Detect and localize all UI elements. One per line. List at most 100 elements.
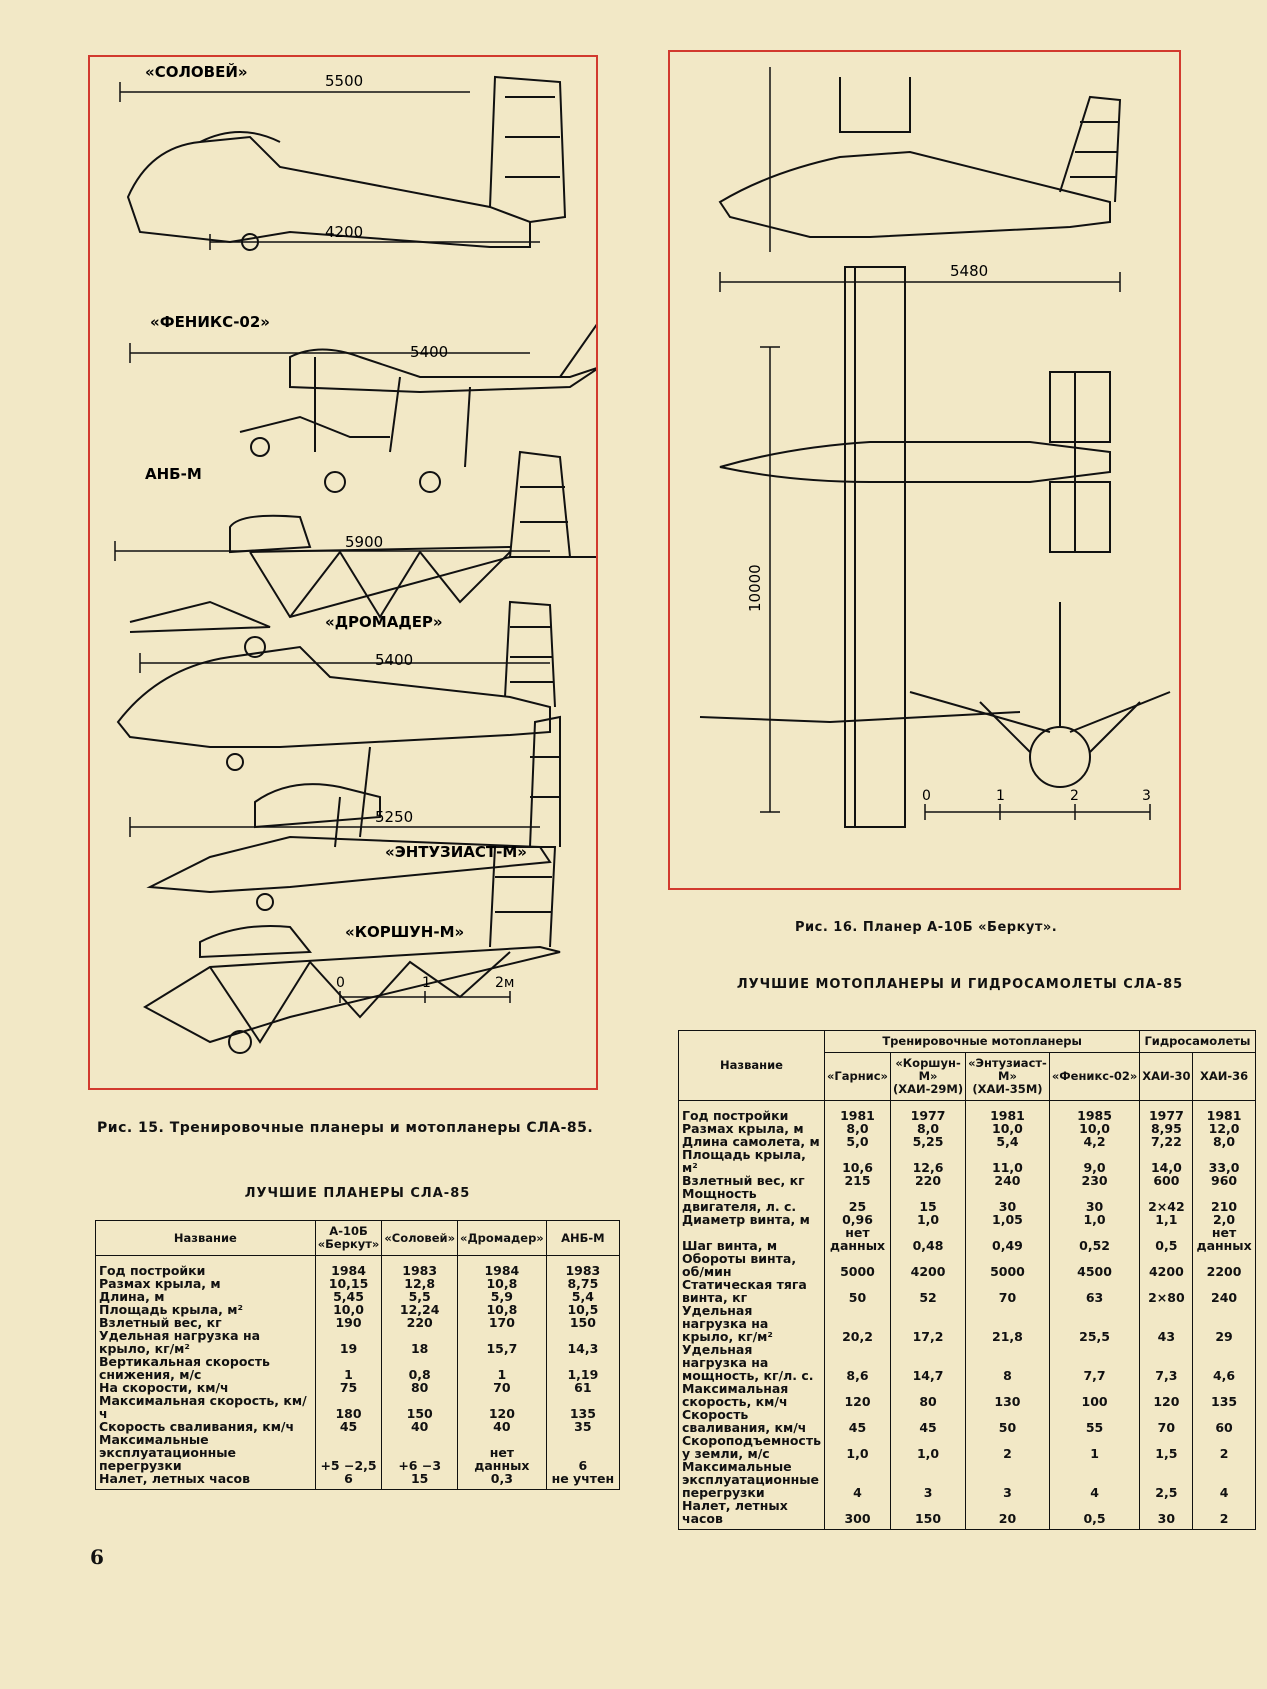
figure-15-drawings: «СОЛОВЕЙ» «ФЕНИКС-02» АНБ-М «ДРОМАДЕР» «… xyxy=(114,62,596,1054)
row-label: Длина, м xyxy=(95,1290,316,1303)
table-cell: 1,5 xyxy=(1139,1434,1194,1460)
table-cell: 1,1 xyxy=(1139,1213,1194,1226)
table-cell: 1 xyxy=(314,1355,383,1381)
table-cell: 10,6 xyxy=(823,1148,891,1174)
table-cell: 1983 xyxy=(381,1255,459,1277)
table-cell: 8 xyxy=(965,1343,1050,1382)
table-cell: 45 xyxy=(314,1420,383,1433)
table-cell: 220 xyxy=(381,1316,459,1329)
table-cell: 180 xyxy=(314,1394,383,1420)
table-cell: 1981 xyxy=(1192,1100,1256,1122)
table-row: Максимальные эксплуатационные перегрузки… xyxy=(678,1460,1256,1499)
row-label: Диаметр винта, м xyxy=(678,1213,825,1226)
table-cell: 10,0 xyxy=(314,1303,383,1316)
fig15-dim-6: 5250 xyxy=(375,808,413,826)
row-label: Скорость сваливания, км/ч xyxy=(95,1420,316,1433)
fig15-scale-0: 0 xyxy=(336,975,345,991)
table-cell: 100 xyxy=(1048,1382,1141,1408)
table-cell: 30 xyxy=(965,1187,1050,1213)
table-cell: 0,52 xyxy=(1048,1226,1141,1252)
row-label: Максимальные эксплуатационные перегрузки xyxy=(678,1460,825,1499)
fig16-scale-2: 2 xyxy=(1070,788,1079,804)
table-cell: 7,7 xyxy=(1048,1343,1141,1382)
table-cell: нет данных xyxy=(1192,1226,1256,1252)
table-cell: 20,2 xyxy=(823,1304,891,1343)
table-cell: 4200 xyxy=(889,1252,967,1278)
table-cell: не учтен xyxy=(545,1472,621,1490)
table-cell: 12,6 xyxy=(889,1148,967,1174)
table-cell: 300 xyxy=(823,1499,891,1530)
row-label: Удельная нагрузка на крыло, кг/м² xyxy=(678,1304,825,1343)
table-cell: 130 xyxy=(965,1382,1050,1408)
table-cell: 150 xyxy=(381,1394,459,1420)
table-cell: 2,0 xyxy=(1192,1213,1256,1226)
table-cell: +5 −2,5 xyxy=(314,1433,383,1472)
table-cell: 8,75 xyxy=(545,1277,621,1290)
table-cell: 120 xyxy=(823,1382,891,1408)
table-cell: нет данных xyxy=(457,1433,547,1472)
row-label: Год постройки xyxy=(95,1255,316,1277)
table-cell: 25,5 xyxy=(1048,1304,1141,1343)
row-label: Мощность двигателя, л. с. xyxy=(678,1187,825,1213)
table-cell: 3 xyxy=(965,1460,1050,1499)
table-cell: 4500 xyxy=(1048,1252,1141,1278)
table-cell: 120 xyxy=(1139,1382,1194,1408)
table-cell: 75 xyxy=(314,1381,383,1394)
table-cell: 1984 xyxy=(457,1255,547,1277)
fig15-label-2: «ФЕНИКС-02» xyxy=(150,313,270,331)
table-cell: 70 xyxy=(1139,1408,1194,1434)
fig16-scale-0: 0 xyxy=(922,788,931,804)
table-cell: 25 xyxy=(823,1187,891,1213)
table-cell: 1,0 xyxy=(889,1213,967,1226)
table-cell: 21,8 xyxy=(965,1304,1050,1343)
table-cell: 35 xyxy=(545,1420,621,1433)
table-cell: 230 xyxy=(1048,1174,1141,1187)
table-cell: 1,0 xyxy=(823,1434,891,1460)
table-cell: 1984 xyxy=(314,1255,383,1277)
row-label: Длина самолета, м xyxy=(678,1135,825,1148)
fig15-label-5: «ЭНТУЗИАСТ-М» xyxy=(385,843,527,861)
table-cell: 220 xyxy=(889,1174,967,1187)
table-cell: 1977 xyxy=(1139,1100,1194,1122)
table-cell: 1977 xyxy=(889,1100,967,1122)
table-cell: 1985 xyxy=(1048,1100,1141,1122)
table-cell: нет данных xyxy=(823,1226,891,1252)
table-cell: 3 xyxy=(889,1460,967,1499)
gliders-table: Название А-10Б «Беркут» «Соловей» «Дрома… xyxy=(95,1220,621,1490)
table-cell: 210 xyxy=(1192,1187,1256,1213)
table-cell: 6 xyxy=(545,1433,621,1472)
row-label: Статическая тяга винта, кг xyxy=(678,1278,825,1304)
table-cell: 10,8 xyxy=(457,1303,547,1316)
row-label: Взлетный вес, кг xyxy=(95,1316,316,1329)
table-cell: 2 xyxy=(1192,1434,1256,1460)
moto-col-header: ХАИ-36 xyxy=(1192,1052,1256,1101)
table-cell: 10,0 xyxy=(1048,1122,1141,1135)
figure-15-caption: Рис. 15. Тренировочные планеры и мотопла… xyxy=(97,1120,594,1136)
table-cell: 0,48 xyxy=(889,1226,967,1252)
row-label: На скорости, км/ч xyxy=(95,1381,316,1394)
moto-col-header: ХАИ-30 xyxy=(1139,1052,1194,1101)
table-cell: 240 xyxy=(1192,1278,1256,1304)
fig16-dim-length: 10000 xyxy=(746,564,764,612)
table-cell: 9,0 xyxy=(1048,1148,1141,1174)
table-cell: 80 xyxy=(381,1381,459,1394)
table-cell: 40 xyxy=(381,1420,459,1433)
table-cell: 4,2 xyxy=(1048,1135,1141,1148)
table-cell: 960 xyxy=(1192,1174,1256,1187)
fig15-dim-2: 4200 xyxy=(325,223,363,241)
table-cell: 190 xyxy=(314,1316,383,1329)
table-cell: 80 xyxy=(889,1382,967,1408)
table-cell: 4 xyxy=(1192,1460,1256,1499)
